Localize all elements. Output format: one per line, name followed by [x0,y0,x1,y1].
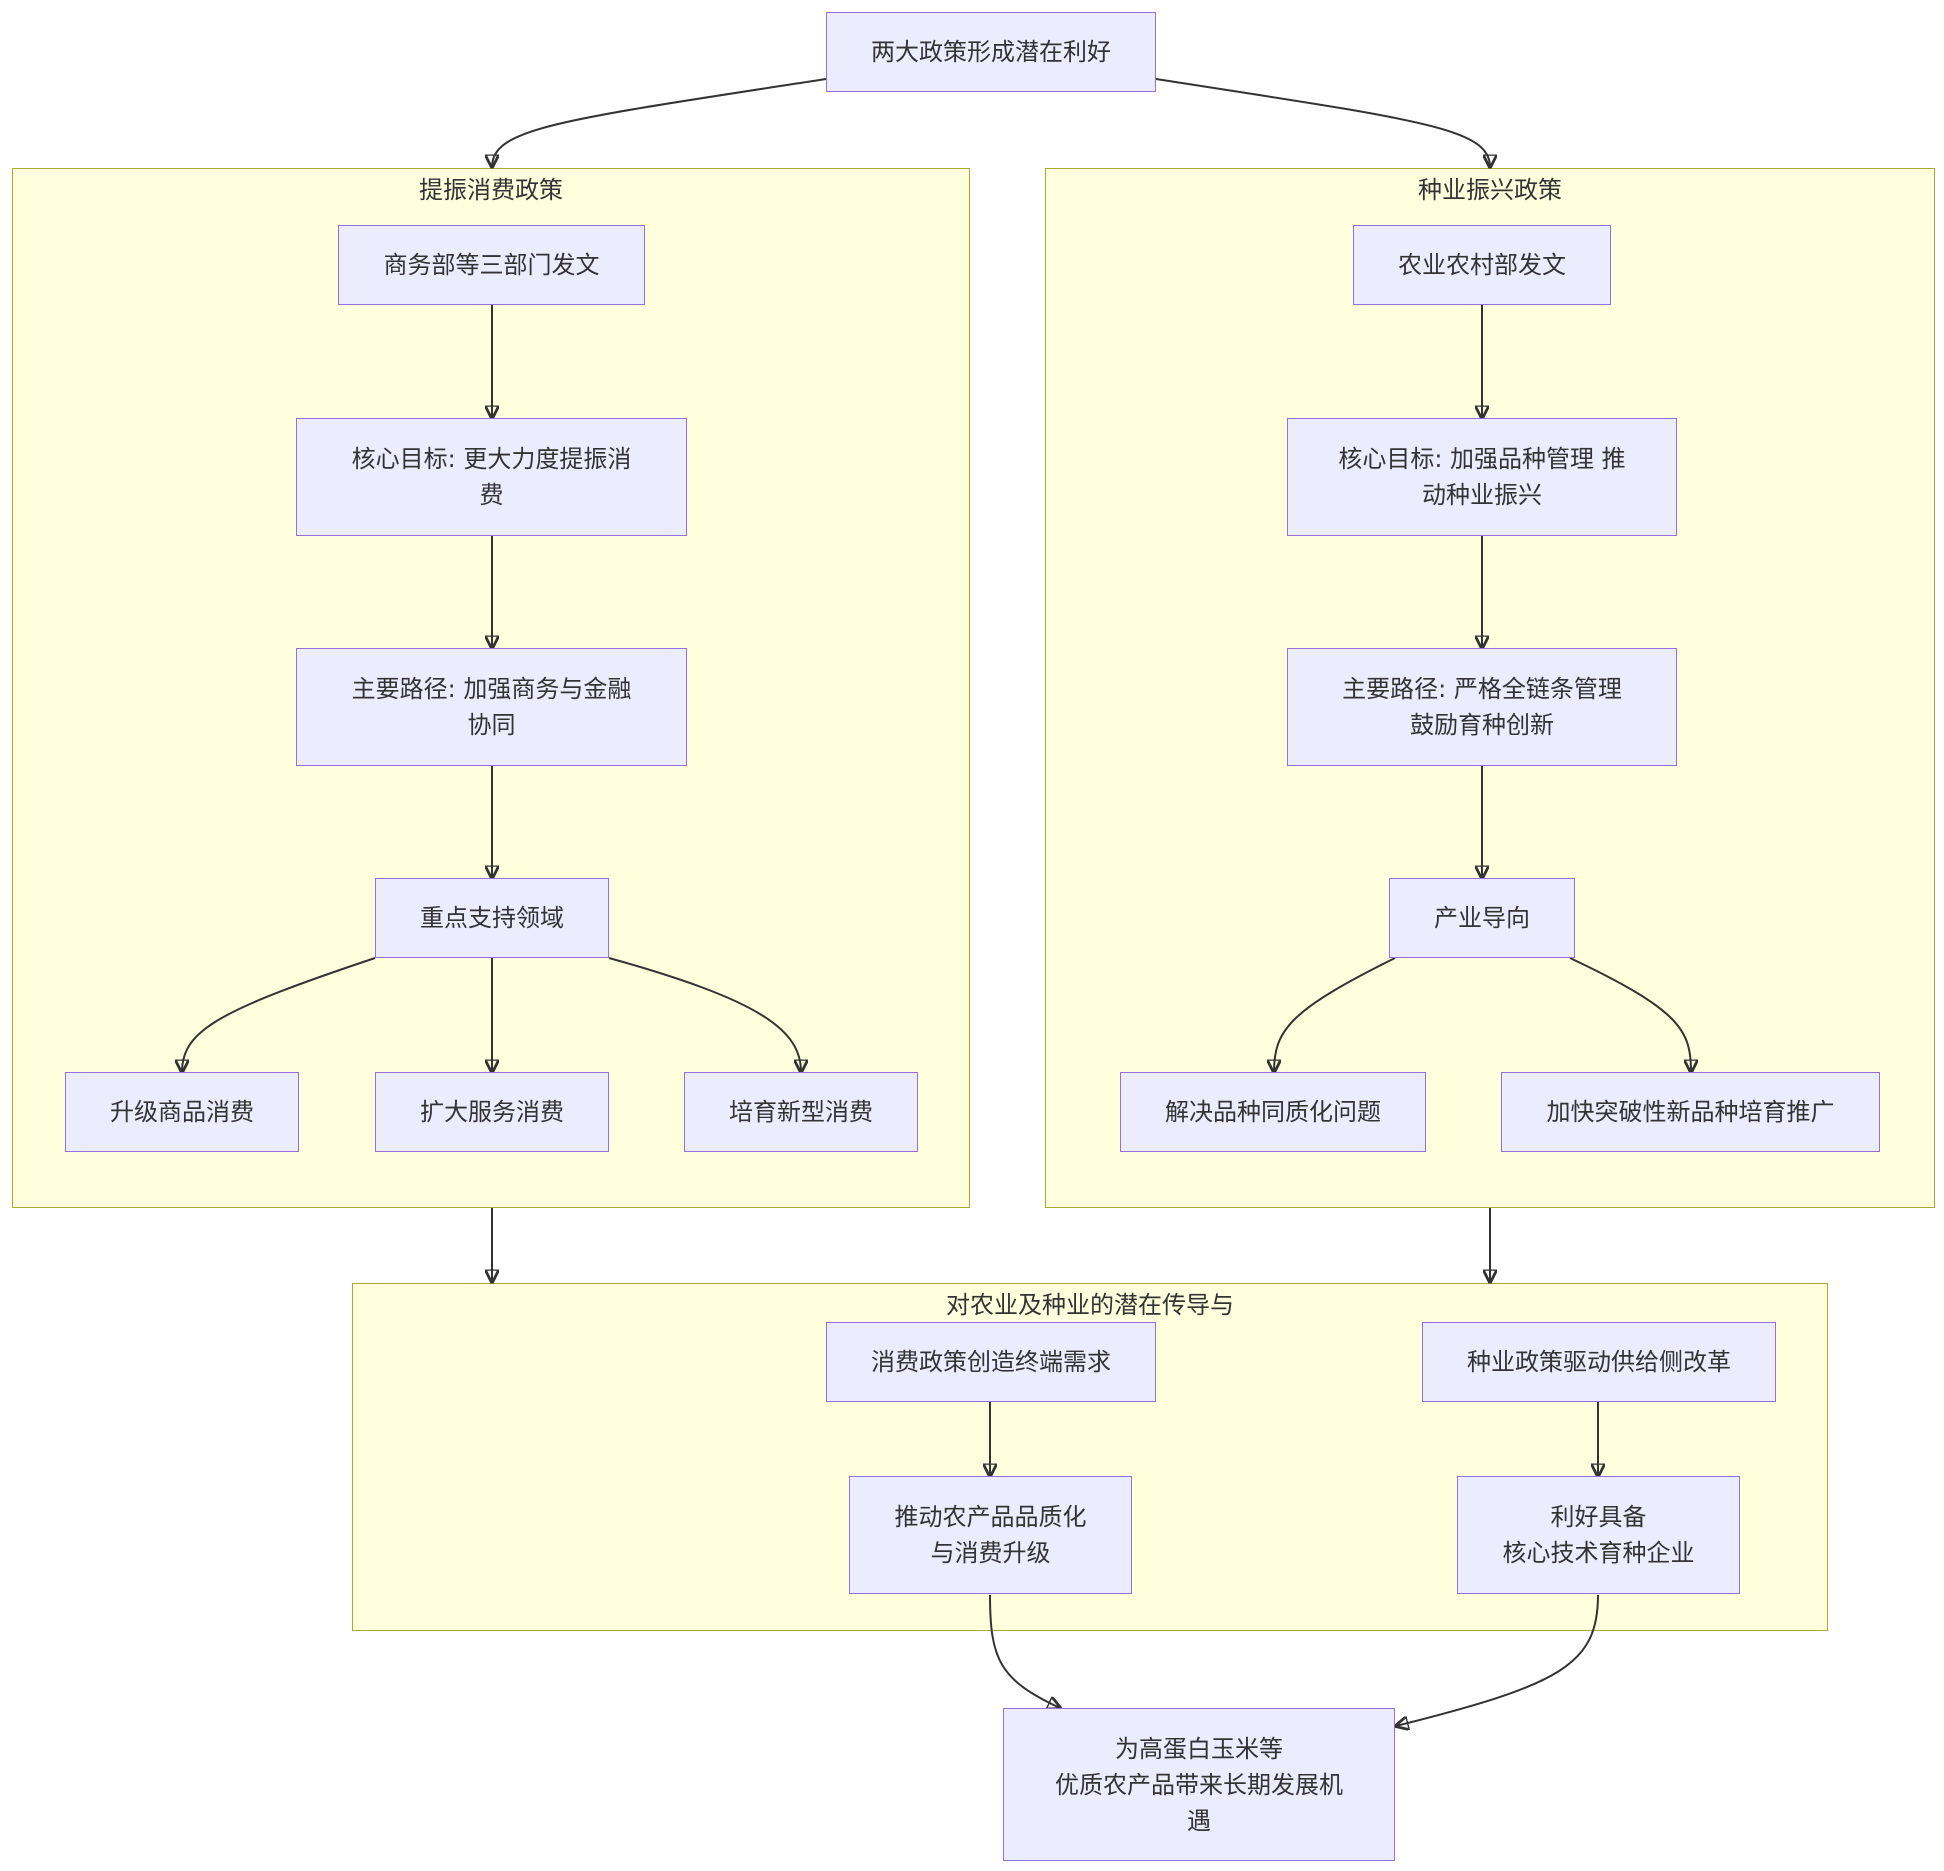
node-industry-orientation[interactable]: 产业导向 [1389,878,1575,958]
cluster-transmission-title: 对农业及种业的潜在传导与 [946,1291,1234,1319]
node-long-term-opportunity[interactable]: 为高蛋白玉米等 优质农产品带来长期发展机 遇 [1003,1708,1395,1861]
node-consumption-main-path[interactable]: 主要路径: 加强商务与金融 协同 [296,648,687,766]
node-benefit-breeding-firms[interactable]: 利好具备 核心技术育种企业 [1457,1476,1740,1594]
node-new-consumption[interactable]: 培育新型消费 [684,1072,918,1152]
node-terminal-demand[interactable]: 消费政策创造终端需求 [826,1322,1156,1402]
edge-top-to-seed [1155,78,1490,167]
edge-top-to-consumption [492,78,827,167]
node-supply-side-reform[interactable]: 种业政策驱动供给侧改革 [1422,1322,1776,1402]
node-agriculture-ministry-notice[interactable]: 农业农村部发文 [1353,225,1611,305]
node-breakthrough-varieties[interactable]: 加快突破性新品种培育推广 [1501,1072,1880,1152]
node-upgrade-goods-consumption[interactable]: 升级商品消费 [65,1072,299,1152]
cluster-consumption-title: 提振消费政策 [419,176,563,204]
node-commerce-ministry-notice[interactable]: 商务部等三部门发文 [338,225,645,305]
node-key-support-areas[interactable]: 重点支持领域 [375,878,609,958]
node-two-policies[interactable]: 两大政策形成潜在利好 [826,12,1156,92]
cluster-seed-title: 种业振兴政策 [1418,176,1562,204]
node-expand-service-consumption[interactable]: 扩大服务消费 [375,1072,609,1152]
node-seed-main-path[interactable]: 主要路径: 严格全链条管理 鼓励育种创新 [1287,648,1677,766]
node-consumption-core-goal[interactable]: 核心目标: 更大力度提振消 费 [296,418,687,536]
node-quality-upgrade[interactable]: 推动农产品品质化 与消费升级 [849,1476,1132,1594]
node-seed-core-goal[interactable]: 核心目标: 加强品种管理 推 动种业振兴 [1287,418,1677,536]
node-variety-homogeneity[interactable]: 解决品种同质化问题 [1120,1072,1426,1152]
